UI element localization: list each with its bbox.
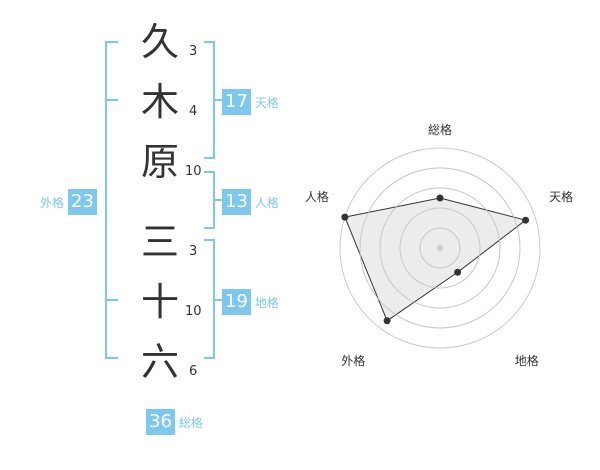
stroke-count-4: 3 (189, 244, 198, 259)
radar-axis-label: 天格 (549, 189, 573, 204)
radar-point-5 (341, 213, 349, 221)
name-char-3: 原 (140, 140, 179, 184)
radar-ring-overlay (379, 187, 501, 309)
radar-axis-label: 総格 (428, 122, 452, 137)
stroke-count-6: 6 (189, 364, 198, 379)
name-char-4: 三 (140, 220, 179, 264)
stroke-count-3: 10 (185, 164, 202, 179)
radar-axis-label: 地格 (515, 353, 539, 368)
stroke-count-5: 10 (185, 304, 202, 319)
jinkaku-badge: 13 人格 (222, 189, 279, 215)
radar-axis-label: 外格 (341, 353, 365, 368)
name-char-6: 六 (140, 340, 179, 384)
jinkaku-value: 13 (222, 189, 251, 215)
tenkaku-value: 17 (222, 89, 251, 115)
radar-ring-overlay (419, 227, 461, 269)
gaikaku-label: 外格 (40, 195, 65, 210)
chikaku-value: 19 (222, 289, 251, 315)
radar-point-4 (383, 317, 391, 325)
name-char-5: 十 (140, 280, 179, 324)
chikaku-label: 地格 (254, 295, 279, 310)
radar-ring-overlay (399, 207, 481, 289)
stroke-count-1: 3 (189, 44, 198, 59)
radar-center-dot (437, 245, 443, 251)
jinkaku-label: 人格 (254, 195, 279, 210)
radar-polygon (344, 197, 527, 322)
radar-axis-label: 人格 (305, 189, 329, 204)
soukaku-badge: 36 総格 (146, 409, 203, 435)
gaikaku-badge: 外格 23 (40, 189, 97, 215)
name-char-2: 木 (140, 80, 179, 124)
radar-point-3 (454, 268, 462, 276)
radar-ring-overlay (359, 167, 521, 329)
tenkaku-badge: 17 天格 (222, 89, 279, 115)
radar-point-2 (522, 216, 530, 224)
soukaku-label: 総格 (178, 415, 203, 430)
gaikaku-value: 23 (68, 189, 97, 215)
chikaku-badge: 19 地格 (222, 289, 279, 315)
radar-point-1 (436, 194, 444, 202)
tenkaku-label: 天格 (254, 95, 279, 110)
stroke-count-2: 4 (189, 104, 198, 119)
soukaku-value: 36 (146, 409, 175, 435)
name-char-1: 久 (140, 20, 179, 64)
